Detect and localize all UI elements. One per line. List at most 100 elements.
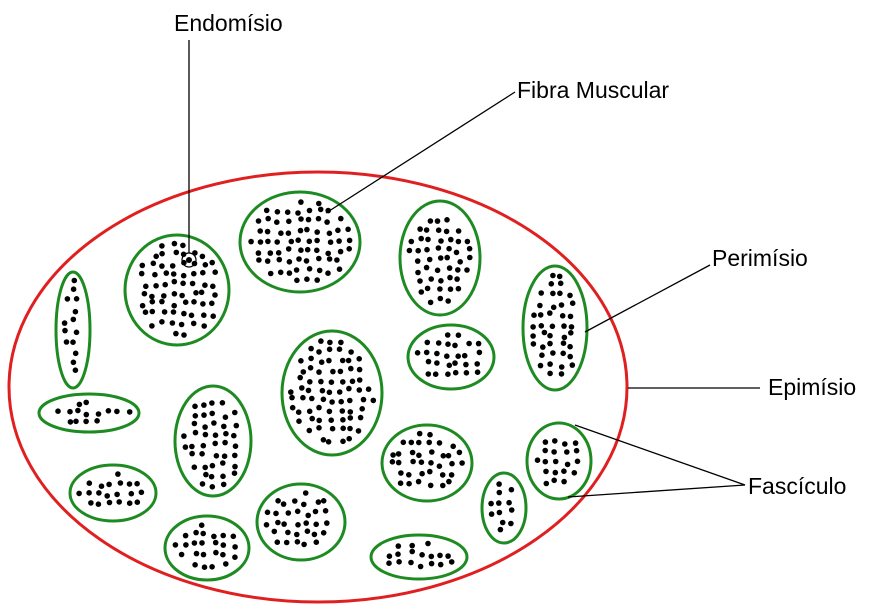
muscle-fiber: [345, 227, 351, 233]
muscle-fiber: [538, 312, 544, 318]
muscle-fiber: [321, 437, 327, 443]
muscle-fiber: [489, 511, 495, 517]
muscle-fiber: [74, 296, 80, 302]
muscle-fiber: [106, 482, 112, 488]
muscle-fiber: [440, 483, 446, 489]
muscle-fiber: [211, 534, 217, 540]
muscle-fiber: [426, 440, 432, 446]
muscle-fiber: [424, 247, 430, 253]
muscle-fiber: [294, 532, 300, 538]
muscle-fiber: [209, 474, 215, 480]
muscle-fiber: [202, 465, 208, 471]
muscle-fiber: [328, 239, 334, 245]
muscle-fiber: [417, 226, 423, 232]
muscle-fiber: [256, 257, 262, 263]
muscle-fiber: [457, 450, 463, 456]
muscle-fiber: [73, 309, 79, 315]
muscle-fiber: [426, 359, 432, 365]
muscle-fiber: [356, 356, 362, 362]
muscle-fiber: [359, 406, 365, 412]
muscle-fiber: [336, 238, 342, 244]
muscle-fiber: [115, 471, 121, 477]
muscle-fiber: [447, 275, 453, 281]
muscle-fiber: [445, 298, 451, 304]
muscle-fiber: [107, 500, 113, 506]
muscle-fiber: [449, 472, 455, 478]
muscle-fiber: [409, 543, 415, 549]
muscle-fiber: [327, 347, 333, 353]
muscle-fiber: [294, 278, 300, 284]
muscle-fiber: [438, 562, 444, 568]
muscle-fiber: [500, 520, 506, 526]
muscle-fiber: [314, 248, 320, 254]
muscle-fiber: [305, 528, 311, 534]
muscle-fiber: [172, 279, 178, 285]
muscle-fiber: [446, 246, 452, 252]
muscle-fiber: [281, 521, 287, 527]
muscle-fiber: [232, 453, 238, 459]
muscle-fiber: [134, 481, 140, 487]
muscle-fiber: [560, 351, 566, 357]
muscle-fiber: [223, 414, 229, 420]
muscle-fiber: [275, 539, 281, 545]
label-fibra-muscular: Fibra Muscular: [517, 77, 669, 103]
muscle-fiber: [193, 290, 199, 296]
muscle-fiber: [426, 371, 432, 377]
muscle-fiber: [304, 258, 310, 264]
muscle-fiber: [183, 299, 189, 305]
muscle-fiber: [201, 402, 207, 408]
muscle-fiber: [550, 350, 556, 356]
muscle-fiber: [415, 248, 421, 254]
muscle-fiber: [562, 441, 568, 447]
muscle-fiber: [559, 302, 565, 308]
muscle-fiber: [314, 277, 320, 283]
muscle-fiber: [170, 320, 176, 326]
muscle-fiber: [84, 412, 90, 418]
muscle-fiber: [172, 241, 178, 247]
muscle-fiber: [462, 353, 468, 359]
label-perimisio: Perimísio: [712, 245, 808, 271]
muscle-fiber: [143, 309, 149, 315]
muscle-fiber: [551, 305, 557, 311]
muscle-fiber: [425, 541, 431, 547]
muscle-fiber: [561, 479, 567, 485]
muscle-fiber: [201, 323, 207, 329]
muscle-fiber: [265, 216, 271, 222]
muscle-fiber: [173, 542, 179, 548]
muscle-fiber: [193, 413, 199, 419]
muscle-fiber: [436, 245, 442, 251]
muscle-fiber: [298, 228, 304, 234]
muscle-fiber: [118, 480, 124, 486]
muscle-fiber: [114, 409, 120, 415]
muscle-fiber: [317, 268, 323, 274]
muscle-fiber: [497, 490, 503, 496]
muscle-fiber: [193, 430, 199, 436]
muscle-fiber: [231, 433, 237, 439]
muscle-fiber: [171, 303, 177, 309]
muscle-fiber: [308, 356, 314, 362]
muscle-fiber: [268, 271, 274, 277]
muscle-fiber: [538, 363, 544, 369]
muscle-fiber: [416, 453, 422, 459]
muscle-fiber: [290, 405, 296, 411]
muscle-fiber: [209, 400, 215, 406]
muscle-fiber: [346, 436, 352, 442]
muscle-fiber: [199, 540, 205, 546]
muscle-fiber: [223, 561, 229, 567]
muscle-fiber: [418, 236, 424, 242]
muscle-fiber: [300, 395, 306, 401]
muscle-fiber: [150, 309, 156, 315]
muscle-fiber: [547, 361, 553, 367]
muscle-fiber: [409, 440, 415, 446]
muscle-fiber: [437, 463, 443, 469]
muscle-fiber: [256, 250, 262, 256]
muscle-fiber: [464, 267, 470, 273]
muscle-fiber: [67, 409, 73, 415]
muscle-fiber: [498, 527, 504, 533]
muscle-fiber: [203, 262, 209, 268]
muscle-fiber: [417, 278, 423, 284]
muscle-fiber: [572, 470, 578, 476]
muscle-fiber: [180, 243, 186, 249]
muscle-fiber: [361, 397, 367, 403]
muscle-fiber: [83, 400, 89, 406]
